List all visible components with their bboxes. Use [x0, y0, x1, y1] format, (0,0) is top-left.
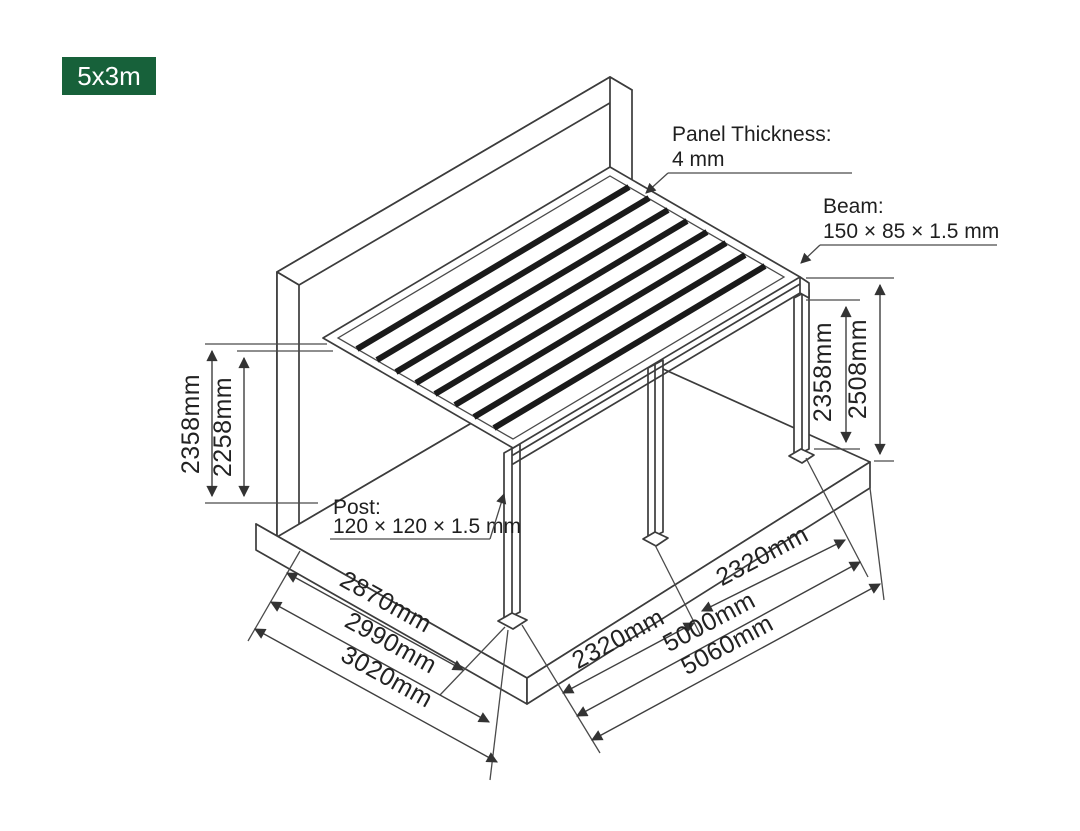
beam-title: Beam: [823, 195, 884, 218]
beam-value: 150 × 85 × 1.5 mm [823, 220, 999, 243]
callout-post: Post: 120 × 120 × 1.5 mm [330, 493, 521, 540]
front-beam [512, 276, 810, 465]
post-value: 120 × 120 × 1.5 mm [333, 515, 521, 538]
roof-panel-assembly [322, 166, 810, 465]
dim-wall-height-label: 2358mm [177, 374, 205, 474]
dim-post-height-label: 2358mm [809, 322, 837, 422]
post-left [497, 443, 528, 630]
size-badge-label: 5x3m [77, 60, 141, 91]
dim-total-height-label: 2508mm [844, 319, 872, 419]
panel-thickness-value: 4 mm [672, 148, 725, 171]
callout-panel-thickness: Panel Thickness: 4 mm [645, 123, 852, 194]
callout-beam: Beam: 150 × 85 × 1.5 mm [800, 195, 999, 264]
roof-panel-strips [355, 184, 767, 431]
panel-thickness-title: Panel Thickness: [672, 123, 832, 146]
size-badge: 5x3m [62, 57, 156, 95]
dim-right-heights: 2358mm 2508mm [806, 277, 894, 462]
post-title: Post: [333, 496, 381, 519]
dim-left-heights: 2358mm 2258mm [177, 343, 333, 504]
dim-clearance-height-label: 2258mm [209, 377, 237, 477]
post-middle [642, 359, 669, 547]
